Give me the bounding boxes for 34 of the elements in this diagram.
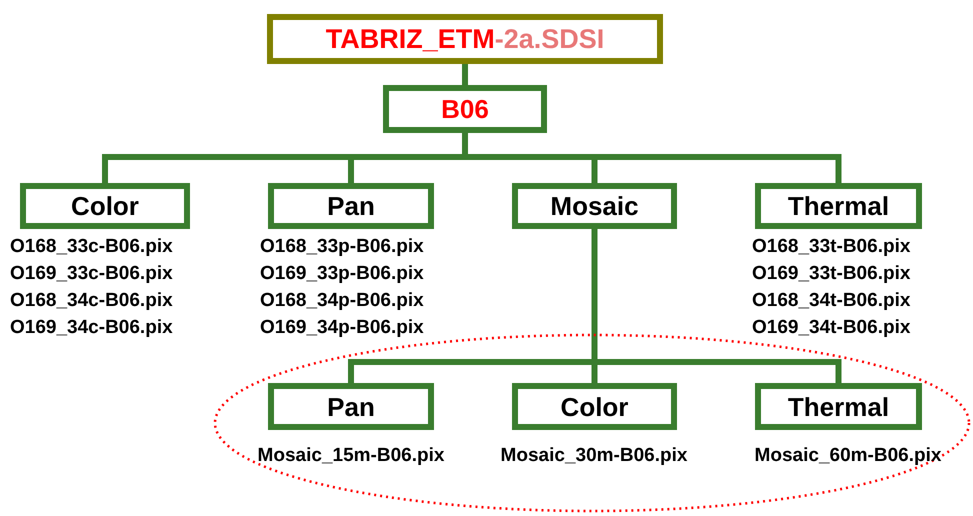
category-box xyxy=(512,183,677,229)
file-name: O169_33p-B06.pix xyxy=(260,264,425,283)
box-label: Color xyxy=(71,193,139,219)
category-box xyxy=(383,85,547,133)
box-label: Pan xyxy=(327,193,375,219)
file-name: Mosaic_30m-B06.pix xyxy=(500,446,688,465)
box-label: Thermal xyxy=(788,193,890,219)
box-label: Pan xyxy=(327,394,375,420)
file-name: O168_33t-B06.pix xyxy=(752,237,912,256)
category-box xyxy=(20,183,190,229)
connector-line xyxy=(462,64,468,85)
category-box xyxy=(268,383,434,430)
file-name: O169_33t-B06.pix xyxy=(752,264,912,283)
file-name: O168_34p-B06.pix xyxy=(260,291,425,310)
file-name: Mosaic_60m-B06.pix xyxy=(754,446,942,465)
file-name: O169_34p-B06.pix xyxy=(260,318,425,337)
file-name: O168_34t-B06.pix xyxy=(752,291,912,310)
box-label: Thermal xyxy=(788,394,890,420)
file-name: O169_34c-B06.pix xyxy=(10,318,174,337)
category-box xyxy=(755,383,922,430)
box-label: Mosaic xyxy=(550,193,639,219)
category-box xyxy=(512,383,677,430)
category-box xyxy=(755,183,922,229)
box-label: B06 xyxy=(441,96,489,122)
file-name: O168_34c-B06.pix xyxy=(10,291,174,310)
file-name: Mosaic_15m-B06.pix xyxy=(256,446,446,465)
file-name: O169_34t-B06.pix xyxy=(752,318,912,337)
file-name: O169_33c-B06.pix xyxy=(10,264,174,283)
title-box xyxy=(267,14,663,64)
category-box xyxy=(268,183,434,229)
title-text: TABRIZ_ETM-2a.SDSI xyxy=(326,26,604,52)
file-name: O168_33p-B06.pix xyxy=(260,237,425,256)
file-name: O168_33c-B06.pix xyxy=(10,237,174,256)
box-label: Color xyxy=(560,394,628,420)
